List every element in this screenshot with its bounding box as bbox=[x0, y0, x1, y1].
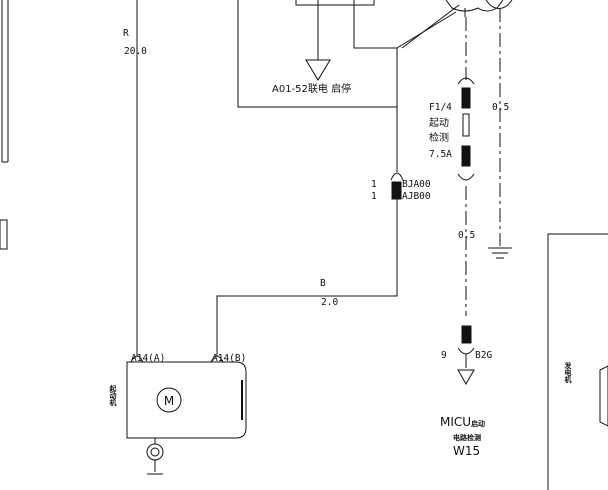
connector-2-pin: 9 bbox=[441, 350, 447, 361]
generator-symbol bbox=[599, 365, 608, 427]
wire-lower-gauge-label: 0.5 bbox=[458, 230, 475, 241]
starter-ground-outer bbox=[146, 443, 164, 461]
starter-title: 起动机 bbox=[109, 384, 118, 407]
top-connector-curve bbox=[445, 0, 504, 12]
fuse-rating-label: 7.5A bbox=[429, 149, 452, 160]
micu-line3: W15 bbox=[453, 444, 480, 458]
micu-arrow bbox=[457, 369, 475, 386]
wire-b bbox=[216, 199, 398, 356]
connector-2-curve bbox=[457, 347, 475, 355]
wire-r-color-label: R bbox=[123, 28, 129, 39]
fuse-connector-bottom bbox=[457, 173, 475, 181]
wire-b-gauge-label: 2.0 bbox=[321, 297, 338, 308]
starter-terminal-a bbox=[130, 355, 144, 363]
left-edge-box bbox=[0, 219, 8, 250]
connector-1-curve bbox=[390, 172, 404, 181]
fuse-terminal-top bbox=[461, 87, 471, 109]
micu-line1-suffix: 启动 bbox=[471, 419, 485, 428]
motor-symbol-label: M bbox=[164, 394, 174, 408]
micu-line2: 电路检测 bbox=[453, 433, 481, 442]
relay-ground-arrow bbox=[305, 59, 331, 81]
motor-circle bbox=[156, 387, 182, 413]
starter-ground-inner bbox=[150, 447, 160, 457]
relay-inner-frame bbox=[295, 0, 375, 6]
connector-1-pin-a: 1 bbox=[371, 179, 377, 190]
wire-diagonal bbox=[401, 4, 460, 49]
starter-terminal-b bbox=[210, 355, 224, 363]
relay-internal-wire bbox=[353, 0, 397, 49]
fuse-name-line1: 起动 bbox=[429, 117, 449, 129]
fuse-id-label: F1/4 bbox=[429, 102, 452, 113]
connector-2-terminal bbox=[461, 325, 472, 344]
wire-r-gauge-label: 20.0 bbox=[124, 46, 147, 57]
starter-pin-b-label: A14(B) bbox=[212, 353, 246, 364]
starter-housing bbox=[126, 361, 247, 439]
generator-frame bbox=[547, 233, 608, 490]
connector-1-terminal bbox=[391, 181, 402, 200]
connector-1-name-a: BJA00 bbox=[402, 179, 431, 190]
fuse-body bbox=[462, 113, 470, 137]
fuse-name-line2: 检测 bbox=[429, 131, 449, 144]
fuse-connector-top bbox=[457, 77, 475, 85]
wire-b-color-label: B bbox=[320, 278, 326, 289]
starter-pin-a-label: A14(A) bbox=[131, 353, 165, 364]
micu-line1: MICU启动 bbox=[440, 415, 485, 429]
wire-right-gauge-label: 0.5 bbox=[492, 102, 509, 113]
connector-1-name-b: AJB00 bbox=[402, 191, 431, 202]
top-connector-curve bbox=[485, 0, 513, 9]
generator-title: 发电机 bbox=[564, 361, 573, 384]
connector-2-name: B2G bbox=[475, 350, 492, 361]
relay-ref-label: A01-52联电 启停 bbox=[272, 82, 351, 95]
connector-1-pin-b: 1 bbox=[371, 191, 377, 202]
fuse-terminal-bottom bbox=[461, 145, 471, 167]
